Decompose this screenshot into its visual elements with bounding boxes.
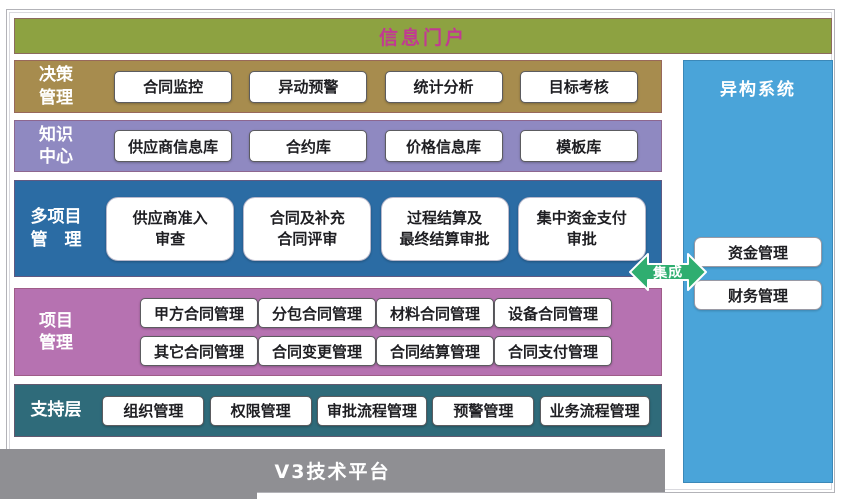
module-approval-workflow-mgmt: 审批流程管理 [316,395,427,426]
module-permission-mgmt: 权限管理 [209,395,312,426]
band-project-management: 项目 管理 甲方合同管理 分包合同管理 材料合同管理 设备合同管理 其它合同管理… [14,288,662,376]
band-label-decision: 决策 管理 [39,65,73,108]
double-arrow-icon [629,253,707,291]
integration-arrow-label: 集成 [652,263,684,283]
v3-platform-bar: V3技术平台 [0,449,665,492]
v3-platform-bar-tail [0,491,257,499]
module-contract-supplement-review: 合同及补充 合同评审 [243,196,372,261]
project-row-1: 甲方合同管理 分包合同管理 材料合同管理 设备合同管理 [140,298,612,328]
module-business-process-mgmt: 业务流程管理 [539,395,650,426]
module-finance-mgmt: 财务管理 [694,280,822,310]
module-contract-payment-mgmt: 合同支付管理 [494,336,612,366]
band-label-multi-project: 多项目 管 理 [30,207,82,250]
info-portal-title: 信息门户 [378,26,467,49]
band-support-layer: 支持层 组织管理 权限管理 审批流程管理 预警管理 业务流程管理 [14,384,662,437]
module-funds-mgmt: 资金管理 [694,237,822,267]
module-statistical-analysis: 统计分析 [384,70,503,103]
band-multi-project-management: 多项目 管 理 供应商准入 审查 合同及补充 合同评审 过程结算及 最终结算审批… [14,180,662,277]
integration-arrow: 集成 [629,251,707,293]
module-alert-mgmt: 预警管理 [432,395,535,426]
band-knowledge-center: 知识 中心 供应商信息库 合约库 价格信息库 模板库 [14,120,662,172]
external-systems-title: 异构系统 [720,80,796,100]
module-contract-change-mgmt: 合同变更管理 [258,336,376,366]
module-supplier-access-review: 供应商准入 审查 [106,196,235,261]
v3-platform-title: V3技术平台 [274,461,391,483]
module-subcontract-mgmt: 分包合同管理 [258,298,376,328]
module-material-contract-mgmt: 材料合同管理 [376,298,494,328]
module-other-contract-mgmt: 其它合同管理 [140,336,258,366]
band-content-knowledge: 供应商信息库 合约库 价格信息库 模板库 [97,130,661,162]
module-centralized-payment-approval: 集中资金支付 审批 [517,196,646,261]
info-portal-bar: 信息门户 [14,18,832,54]
external-systems-panel: 异构系统 资金管理 财务管理 [683,60,833,483]
module-template-db: 模板库 [519,130,638,162]
module-settlement-approval: 过程结算及 最终结算审批 [380,196,509,261]
band-label-knowledge: 知识 中心 [39,124,73,167]
band-content-support: 组织管理 权限管理 审批流程管理 预警管理 业务流程管理 [97,395,661,426]
module-target-assessment: 目标考核 [519,70,638,103]
module-price-info-db: 价格信息库 [384,130,503,162]
project-row-2: 其它合同管理 合同变更管理 合同结算管理 合同支付管理 [140,336,612,366]
module-contract-db: 合约库 [249,130,368,162]
module-contract-monitoring: 合同监控 [114,70,233,103]
module-owner-contract-mgmt: 甲方合同管理 [140,298,258,328]
module-organization-mgmt: 组织管理 [102,395,205,426]
band-label-project: 项目 管理 [39,310,73,353]
band-content-project: 甲方合同管理 分包合同管理 材料合同管理 设备合同管理 其它合同管理 合同变更管… [97,298,661,366]
band-label-support: 支持层 [30,400,82,421]
module-supplier-info-db: 供应商信息库 [114,130,233,162]
band-content-decision: 合同监控 异动预警 统计分析 目标考核 [97,70,661,103]
band-decision-management: 决策 管理 合同监控 异动预警 统计分析 目标考核 [14,60,662,113]
band-content-multi-project: 供应商准入 审查 合同及补充 合同评审 过程结算及 最终结算审批 集中资金支付 … [97,196,661,261]
module-equipment-contract-mgmt: 设备合同管理 [494,298,612,328]
module-change-alert: 异动预警 [249,70,368,103]
module-contract-settlement-mgmt: 合同结算管理 [376,336,494,366]
